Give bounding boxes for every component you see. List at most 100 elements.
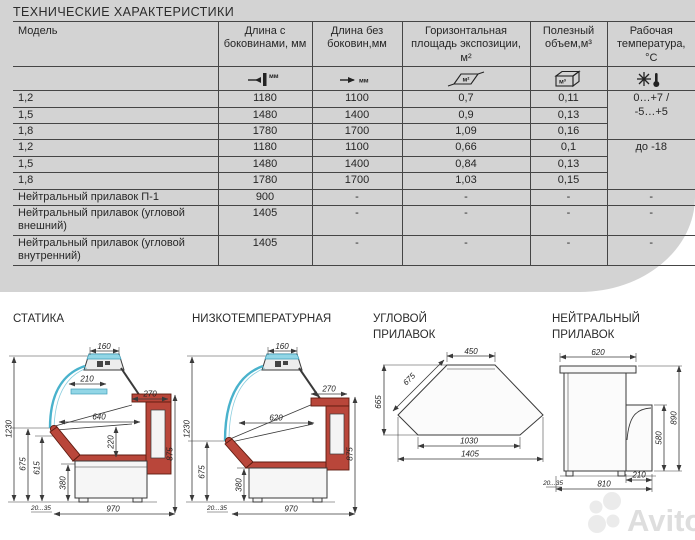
cell-volume: 0,15	[529, 172, 607, 190]
col-header-model: Модель	[13, 20, 219, 68]
header-row: Модель Длина с боковинами, мм Длина без …	[13, 20, 695, 68]
cell-length-with-sides: 1780	[217, 123, 313, 141]
neutral-counter-drawing: 620 890 580 210 810 20...35	[542, 348, 682, 492]
svg-text:450: 450	[464, 347, 478, 356]
cell-model: Нейтральный прилавок (угловой внешний)	[13, 205, 219, 236]
unit-icon-row: мм мм м²	[13, 66, 695, 92]
cell-model: 1,2	[13, 90, 219, 108]
table-row: 1,8 1780 1700 1,03 0,15	[13, 172, 695, 190]
cell-temperature: -	[606, 234, 695, 266]
cell-volume: 0,16	[529, 123, 607, 141]
svg-text:220: 220	[107, 435, 116, 450]
svg-text:м³: м³	[559, 78, 567, 85]
cell-volume: 0,1	[529, 139, 608, 157]
cell-length: -	[311, 205, 403, 236]
cell-model: 1,8	[13, 172, 219, 190]
cell-model: 1,5	[13, 155, 219, 174]
table-row: Нейтральный прилавок (угловой внутренний…	[13, 234, 695, 266]
table-row: 1,8 1780 1700 1,09 0,16	[13, 123, 695, 141]
col-header-length-without-sides: Длина без боковин,мм	[311, 20, 403, 68]
table-row: Нейтральный прилавок П-1 900 - - - -	[13, 188, 695, 207]
statika-drawing: 160 210 270 640 1230 675 615 380 220 875…	[5, 342, 178, 517]
svg-text:160: 160	[97, 342, 111, 351]
svg-text:380: 380	[59, 476, 68, 490]
svg-text:875: 875	[166, 447, 175, 461]
svg-text:1030: 1030	[460, 437, 478, 446]
lowtemp-drawing: 160 270 620 1230 675 380 875 970 20...35	[183, 342, 358, 517]
table-row: 1,5 1480 1400 0,84 0,13	[13, 155, 695, 174]
svg-text:970: 970	[106, 505, 120, 514]
svg-text:270: 270	[142, 390, 157, 399]
cell-volume: -	[529, 234, 608, 266]
cell-length: 1400	[311, 155, 403, 174]
cell-model: Нейтральный прилавок П-1	[13, 188, 219, 207]
svg-text:210: 210	[631, 471, 646, 480]
svg-text:1230: 1230	[183, 420, 192, 438]
cell-area: 0,66	[401, 139, 531, 157]
spec-table: Модель Длина с боковинами, мм Длина без …	[13, 20, 695, 266]
cell-length: 1700	[311, 123, 403, 141]
cell-length-with-sides: 1780	[217, 172, 313, 190]
length-icon: мм	[311, 66, 403, 92]
cell-length: -	[311, 234, 403, 266]
svg-text:210: 210	[79, 375, 94, 384]
svg-text:мм: мм	[269, 73, 279, 80]
cell-model: 1,5	[13, 106, 219, 125]
cell-temperature-group-1: 0…+7 / -5…+5	[606, 90, 695, 141]
temperature-icon	[606, 66, 695, 92]
svg-text:580: 580	[655, 431, 664, 445]
cell-area: 0,9	[401, 106, 531, 125]
svg-text:1230: 1230	[5, 420, 14, 438]
cell-model: 1,2	[13, 139, 219, 157]
corner-counter-drawing: 450 675 665 1030 1405	[374, 347, 544, 462]
cell-area: 0,7	[401, 90, 531, 108]
col-header-working-temperature: Рабочая температура, °С	[606, 20, 695, 68]
avito-logo-icon: Avito	[588, 492, 695, 538]
svg-text:270: 270	[321, 385, 336, 394]
cell-length-with-sides: 1405	[217, 234, 313, 266]
area-icon: м²	[401, 66, 531, 92]
svg-text:20...35: 20...35	[542, 480, 563, 487]
cell-area: 0,84	[401, 155, 531, 174]
cell-model: Нейтральный прилавок (угловой внутренний…	[13, 234, 219, 266]
col-header-useful-volume: Полезный объем,м³	[529, 20, 608, 68]
cell-area: -	[401, 205, 531, 236]
svg-text:1405: 1405	[461, 450, 479, 459]
cell-model: 1,8	[13, 123, 219, 141]
length-with-sides-icon: мм	[217, 66, 313, 92]
svg-text:620: 620	[269, 414, 283, 423]
cell-length: 1700	[311, 172, 403, 190]
cell-area: -	[401, 234, 531, 266]
col-header-length-with-sides: Длина с боковинами, мм	[217, 20, 313, 68]
figure-label-statika: СТАТИКА	[13, 313, 64, 325]
avito-watermark: Avito	[584, 490, 695, 540]
cell-volume: -	[529, 205, 608, 236]
empty-cell	[13, 66, 219, 92]
cell-length: -	[311, 188, 403, 207]
cell-volume: -	[529, 188, 608, 207]
table-row: 1,2 1180 1100 0,7 0,11 0…+7 / -5…+5	[13, 90, 695, 141]
svg-text:875: 875	[346, 447, 355, 461]
table-row: 1,2 1180 1100 0,66 0,1 до -18	[13, 139, 695, 190]
figure-label-lowtemp: НИЗКОТЕМПЕРАТУРНАЯ	[192, 313, 332, 325]
table-row: 1,5 1480 1400 0,9 0,13	[13, 106, 695, 125]
svg-text:640: 640	[92, 413, 106, 422]
cell-length: 1100	[311, 90, 403, 108]
figure-label-corner: УГЛОВОЙ ПРИЛАВОК	[373, 313, 436, 341]
cell-temperature-group-2: до -18	[606, 139, 695, 190]
volume-icon: м³	[529, 66, 608, 92]
cell-area: 1,09	[401, 123, 531, 141]
svg-text:620: 620	[591, 348, 605, 357]
svg-text:20...35: 20...35	[30, 505, 51, 512]
cell-length-with-sides: 900	[217, 188, 313, 207]
col-header-exposition-area: Горизонтальная площадь экспозиции, м²	[401, 20, 531, 68]
cell-length: 1400	[311, 106, 403, 125]
cell-length-with-sides: 1480	[217, 106, 313, 125]
cell-volume: 0,11	[529, 90, 608, 108]
svg-text:380: 380	[235, 478, 244, 492]
page-title: ТЕХНИЧЕСКИЕ ХАРАКТЕРИСТИКИ	[13, 5, 235, 19]
svg-text:20...35: 20...35	[206, 505, 227, 512]
cell-temperature: -	[606, 205, 695, 236]
svg-text:665: 665	[374, 395, 383, 409]
